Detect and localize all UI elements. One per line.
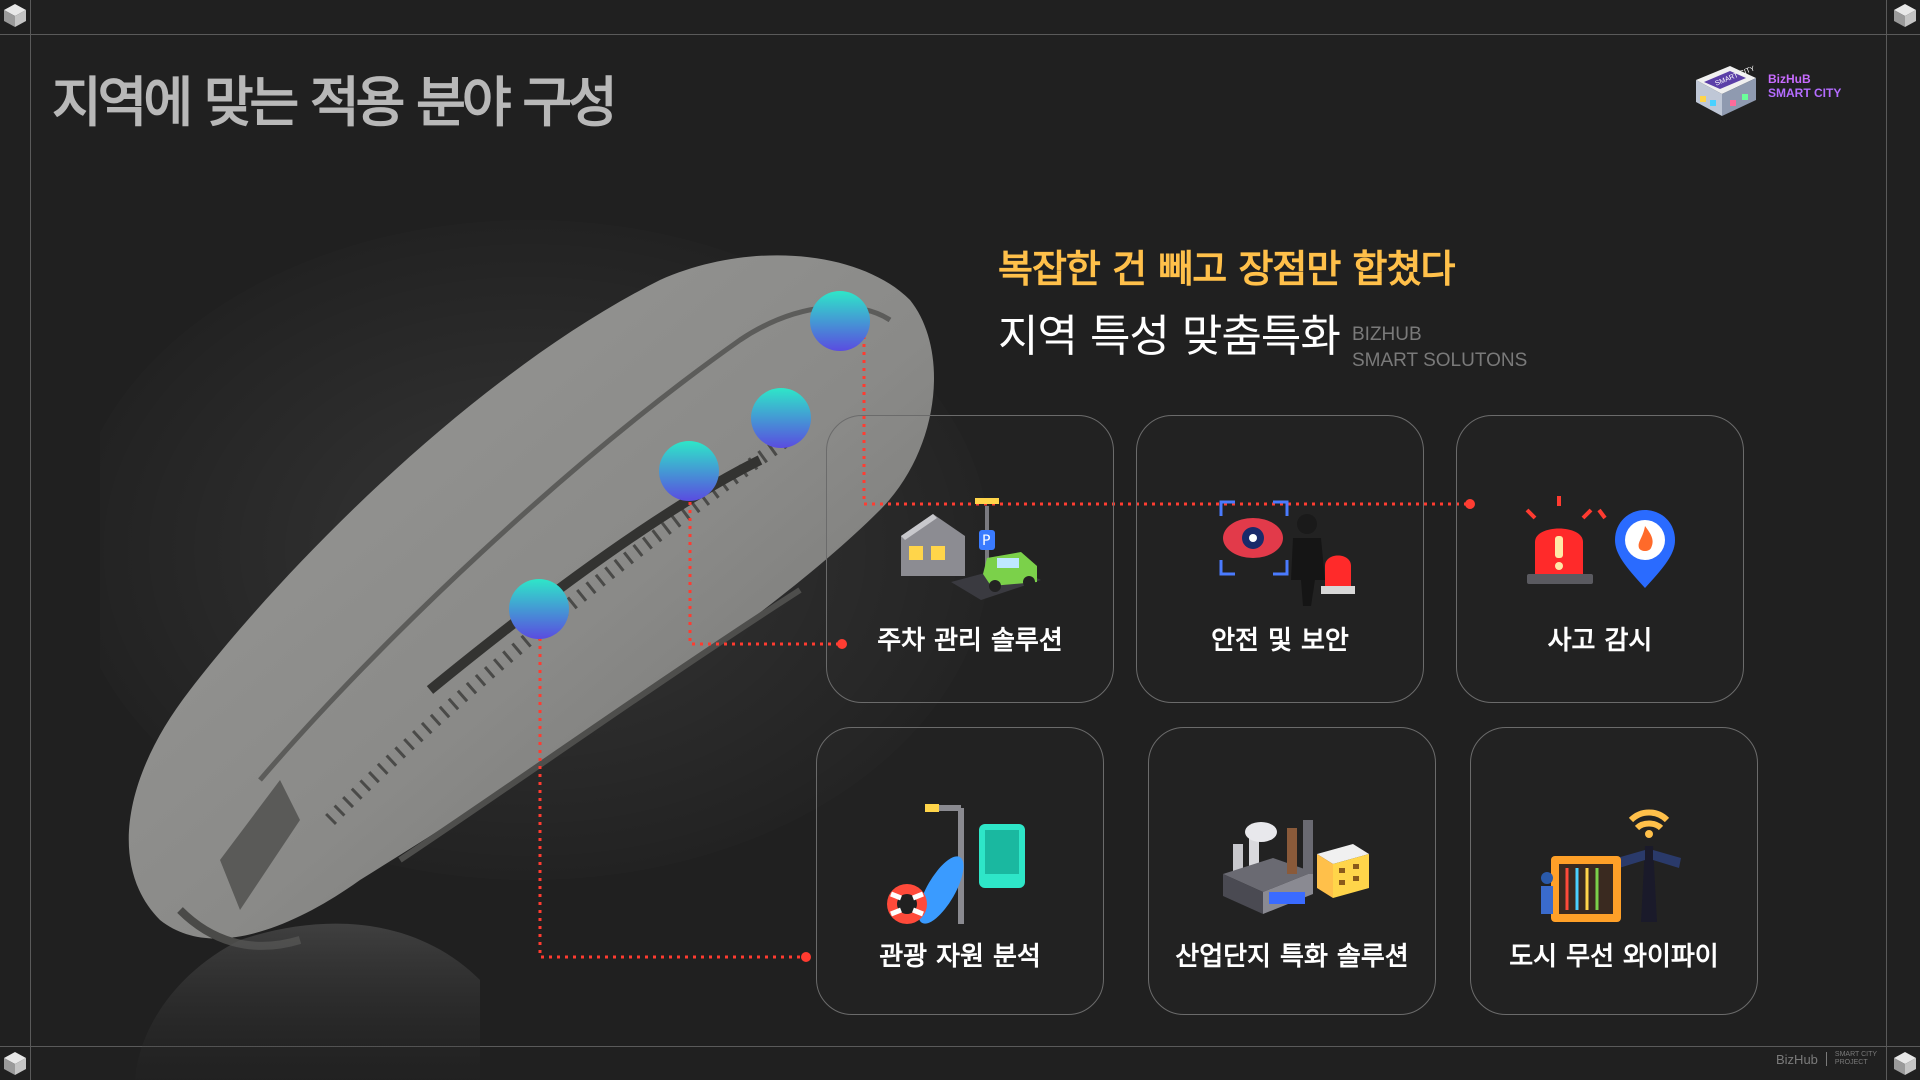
headline-highlight: 복잡한 건 빼고 장점만 합쳤다 [998,247,1455,291]
svg-text:P: P [982,533,990,549]
security-icon [1219,500,1355,606]
card-industrial[interactable]: 산업단지 특화 솔루션 [1148,727,1436,1015]
card-security[interactable]: 안전 및 보안 [1136,415,1424,703]
building-logo-icon: SMART CITY [1696,65,1756,116]
card-label: 주차 관리 솔루션 [877,626,1063,656]
headline-main: 지역 특성 맞춤특화 [998,311,1341,362]
card-label: 안전 및 보안 [1211,626,1349,656]
card-label: 산업단지 특화 솔루션 [1175,942,1409,972]
frame-line-bottom [0,1046,1920,1047]
footer-tag-line2: PROJECT [1834,1059,1868,1066]
card-wifi[interactable]: 도시 무선 와이파이 [1470,727,1758,1015]
alarm-icon [1525,496,1675,588]
headline-block: 복잡한 건 빼고 장점만 합쳤다 지역 특성 맞춤특화 BIZHUB SMART… [998,238,1527,371]
cube-icon [4,1052,26,1075]
frame-line-top [0,34,1920,35]
card-label: 도시 무선 와이파이 [1509,942,1719,972]
cube-icon [1894,1052,1916,1075]
footer-tag: SMART CITY PROJECT [1835,1051,1877,1067]
brand-tag-line1: BIZHUB [1352,324,1422,345]
factory-icon [1223,820,1369,914]
card-accident[interactable]: 사고 감시 [1456,415,1744,703]
footer-brand: BizHub SMART CITY PROJECT [1776,1051,1877,1067]
wifi-icon [1541,809,1681,922]
brand-logo: SMART CITY BizHuB SMART CITY [1690,60,1850,124]
tourism-icon [887,804,1025,924]
page-title: 지역에 맞는 적용 분야 구성 [52,71,618,134]
footer-brand-name: BizHub [1776,1051,1818,1067]
brand-tagline: BIZHUB SMART SOLUTONS [1352,322,1527,374]
brand-tag-line2: SMART SOLUTONS [1352,350,1528,371]
logo-text-line2: SMART CITY [1768,86,1842,100]
cube-icon [1894,4,1916,27]
cube-icon [4,4,26,27]
footer-divider [1825,1052,1827,1066]
card-tourism[interactable]: 관광 자원 분석 [816,727,1104,1015]
parking-icon: P [901,498,1041,600]
footer-tag-line1: SMART CITY [1834,1051,1878,1058]
card-label: 사고 감시 [1547,626,1653,656]
streetlight-head-illustration [100,220,990,1080]
card-parking[interactable]: P 주차 관리 솔루션 [826,415,1114,703]
frame-line-left [30,0,31,1080]
card-label: 관광 자원 분석 [879,942,1041,972]
frame-line-right [1886,0,1887,1080]
logo-text-line1: BizHuB [1768,72,1811,86]
